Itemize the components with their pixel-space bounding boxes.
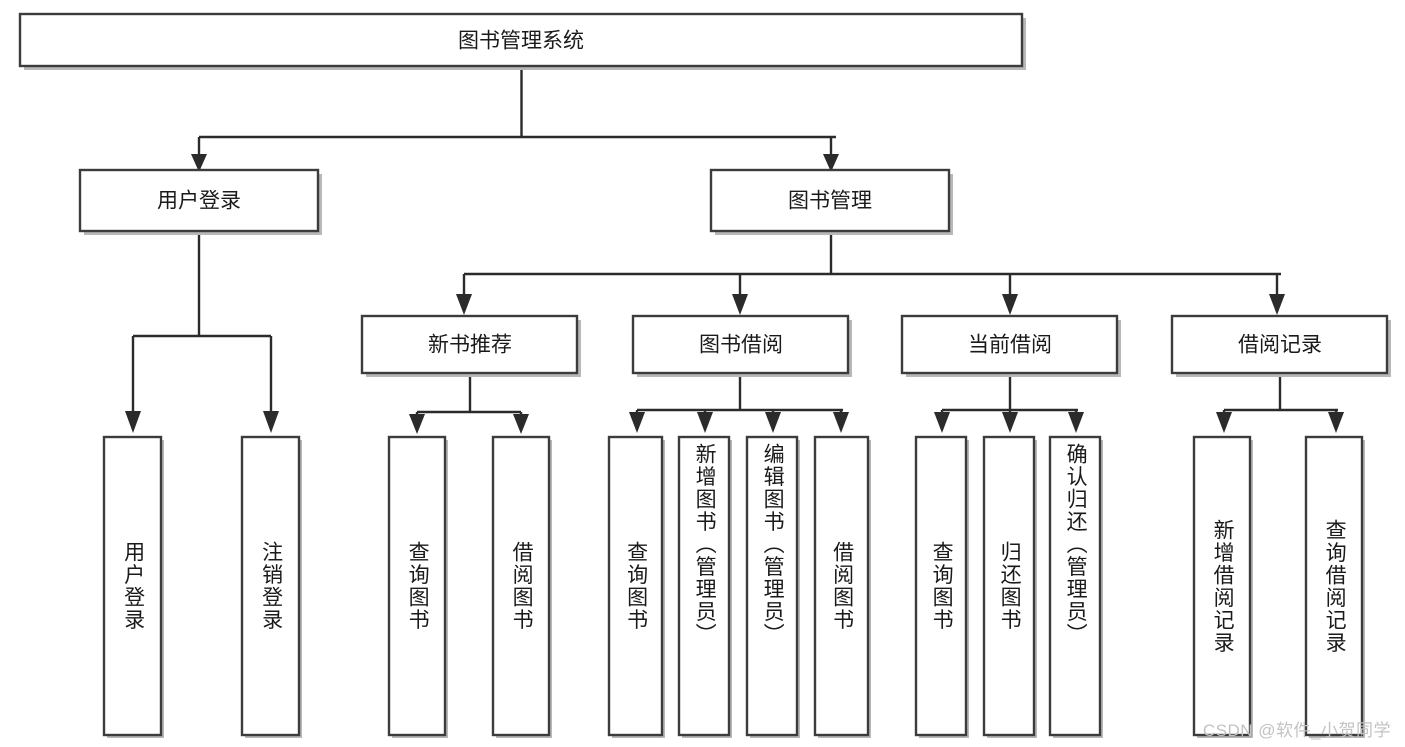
book-management-node-box[interactable] xyxy=(709,168,951,233)
leaf-box-bb-add-book-admin[interactable] xyxy=(677,435,731,737)
new-book-recommend-node-box[interactable] xyxy=(360,314,579,375)
user-login-node-label: 用户登录 xyxy=(157,190,241,213)
borrow-records-node-box[interactable] xyxy=(1170,314,1389,375)
root-node-box[interactable] xyxy=(18,12,1024,68)
watermark-text: CSDN @软件_小贺同学 xyxy=(1202,721,1391,740)
book-borrow-node-label: 图书借阅 xyxy=(699,334,783,357)
arrowhead-bm-child-3 xyxy=(1269,294,1285,315)
arrowhead-ul-leaf-1 xyxy=(263,411,279,433)
arrowhead-bb-leaf-1 xyxy=(697,412,713,433)
leaf-box-bb-query-book[interactable] xyxy=(607,435,664,737)
leaf-box-bb-edit-book-admin[interactable] xyxy=(745,435,799,737)
arrowhead-book-mgmt xyxy=(823,154,839,172)
root-node-label: 图书管理系统 xyxy=(458,30,584,53)
arrowhead-bb-leaf-2 xyxy=(765,412,781,433)
node-layer: 图书管理系统 用户登录 图书管理 新书推荐 图书借阅 当前借阅 借阅记录 xyxy=(18,12,1391,738)
user-login-node-box[interactable] xyxy=(78,168,320,233)
leaf-box-nbr-query-book[interactable] xyxy=(387,435,447,737)
connector-layer xyxy=(125,66,1344,434)
arrowhead-cb-leaf-1 xyxy=(1002,412,1018,433)
arrowhead-nbr-leaf-0 xyxy=(409,414,425,434)
arrowhead-bm-child-0 xyxy=(456,294,472,315)
arrowhead-cb-leaf-2 xyxy=(1068,412,1084,433)
arrowhead-user-login xyxy=(191,154,207,172)
leaf-box-cb-return-book[interactable] xyxy=(982,435,1036,737)
arrowhead-bb-leaf-3 xyxy=(833,412,849,433)
leaf-box-bb-borrow-book[interactable] xyxy=(813,435,870,737)
borrow-records-node-label: 借阅记录 xyxy=(1238,334,1322,357)
new-book-recommend-node-label: 新书推荐 xyxy=(428,334,512,357)
arrowhead-br-leaf-0 xyxy=(1216,412,1232,433)
leaf-box-br-add-record[interactable] xyxy=(1192,435,1252,737)
arrowhead-bm-child-1 xyxy=(732,294,748,315)
book-borrow-node-box[interactable] xyxy=(631,314,850,375)
leaf-box-br-query-record[interactable] xyxy=(1304,435,1364,737)
arrowhead-bm-child-2 xyxy=(1002,294,1018,315)
arrowhead-nbr-leaf-1 xyxy=(513,414,529,434)
leaf-box-nbr-borrow-book[interactable] xyxy=(491,435,551,737)
leaf-box-logout[interactable] xyxy=(240,435,301,737)
current-borrow-node-box[interactable] xyxy=(900,314,1119,375)
current-borrow-node-label: 当前借阅 xyxy=(968,334,1052,357)
leaf-box-cb-confirm-return-admin[interactable] xyxy=(1048,435,1102,737)
leaf-box-cb-query-book[interactable] xyxy=(914,435,968,737)
arrowhead-cb-leaf-0 xyxy=(934,412,950,433)
book-management-node-label: 图书管理 xyxy=(788,190,872,213)
arrowhead-bb-leaf-0 xyxy=(629,412,645,433)
arrowhead-ul-leaf-0 xyxy=(125,411,141,433)
leaf-box-user-login[interactable] xyxy=(102,435,163,737)
arrowhead-br-leaf-1 xyxy=(1328,412,1344,433)
